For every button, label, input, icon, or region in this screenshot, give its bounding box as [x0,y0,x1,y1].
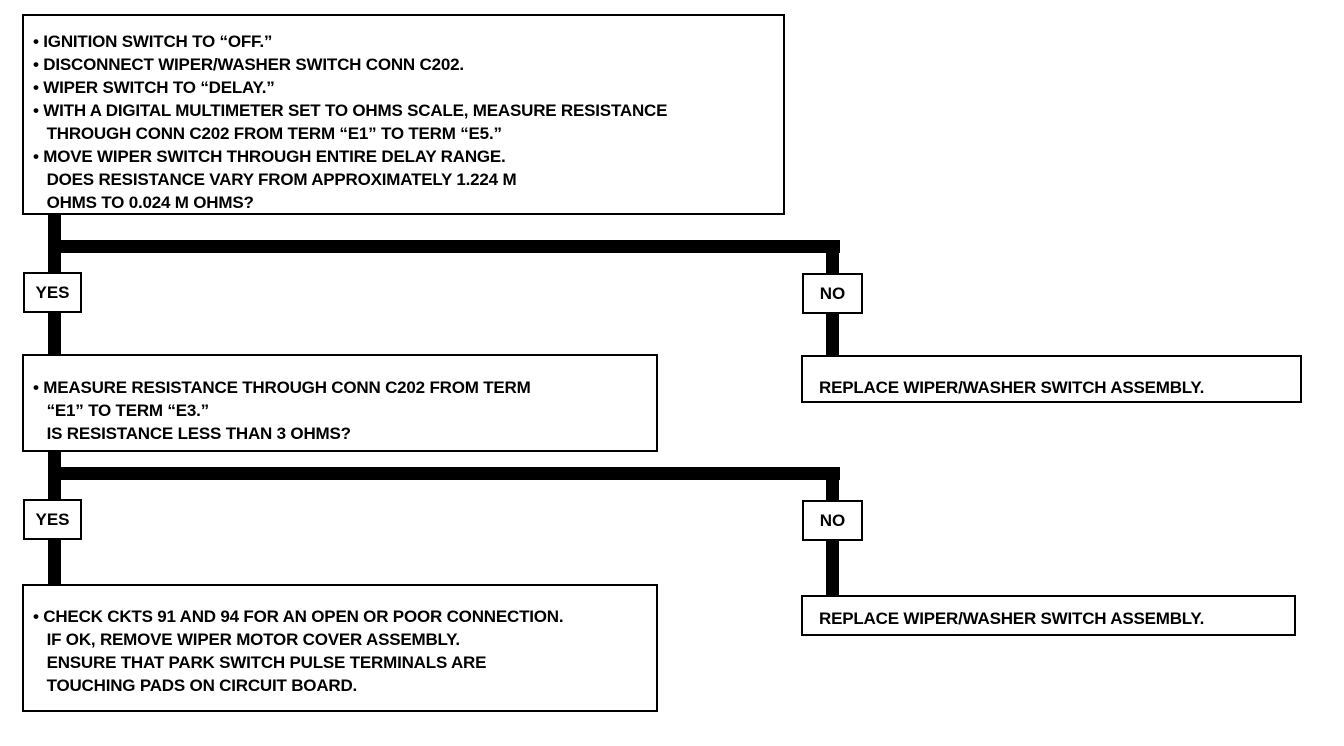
branch1-yes-label: YES [23,272,82,313]
step3-line: • CHECK CKTS 91 AND 94 FOR AN OPEN OR PO… [33,607,564,626]
result2-box: REPLACE WIPER/WASHER SWITCH ASSEMBLY. [801,595,1296,636]
result1-text: REPLACE WIPER/WASHER SWITCH ASSEMBLY. [819,378,1205,397]
step1-line: • DISCONNECT WIPER/WASHER SWITCH CONN C2… [33,55,464,74]
step2-line: • MEASURE RESISTANCE THROUGH CONN C202 F… [33,378,531,397]
step1-line: • IGNITION SWITCH TO “OFF.” [33,32,273,51]
result2-text: REPLACE WIPER/WASHER SWITCH ASSEMBLY. [819,609,1205,628]
branch2-no-label: NO [802,500,863,541]
step1-box: • IGNITION SWITCH TO “OFF.” • DISCONNECT… [22,14,785,215]
step3-line: ENSURE THAT PARK SWITCH PULSE TERMINALS … [33,653,487,672]
step1-line: • WITH A DIGITAL MULTIMETER SET TO OHMS … [33,101,668,120]
step3-line: IF OK, REMOVE WIPER MOTOR COVER ASSEMBLY… [33,630,461,649]
connector-branch2-horizontal [48,467,840,480]
connector-branch1-horizontal [48,240,840,253]
step2-line: “E1” TO TERM “E3.” [33,401,210,420]
step2-line: IS RESISTANCE LESS THAN 3 OHMS? [33,424,351,443]
branch1-no-label: NO [802,273,863,314]
branch2-yes-label: YES [23,499,82,540]
step1-line: • MOVE WIPER SWITCH THROUGH ENTIRE DELAY… [33,147,506,166]
step3-box: • CHECK CKTS 91 AND 94 FOR AN OPEN OR PO… [22,584,658,712]
step1-line: DOES RESISTANCE VARY FROM APPROXIMATELY … [33,170,517,189]
step1-line: OHMS TO 0.024 M OHMS? [33,193,254,212]
step2-box: • MEASURE RESISTANCE THROUGH CONN C202 F… [22,354,658,452]
result1-box: REPLACE WIPER/WASHER SWITCH ASSEMBLY. [801,355,1302,403]
step1-line: THROUGH CONN C202 FROM TERM “E1” TO TERM… [33,124,502,143]
step3-line: TOUCHING PADS ON CIRCUIT BOARD. [33,676,358,695]
step1-line: • WIPER SWITCH TO “DELAY.” [33,78,275,97]
